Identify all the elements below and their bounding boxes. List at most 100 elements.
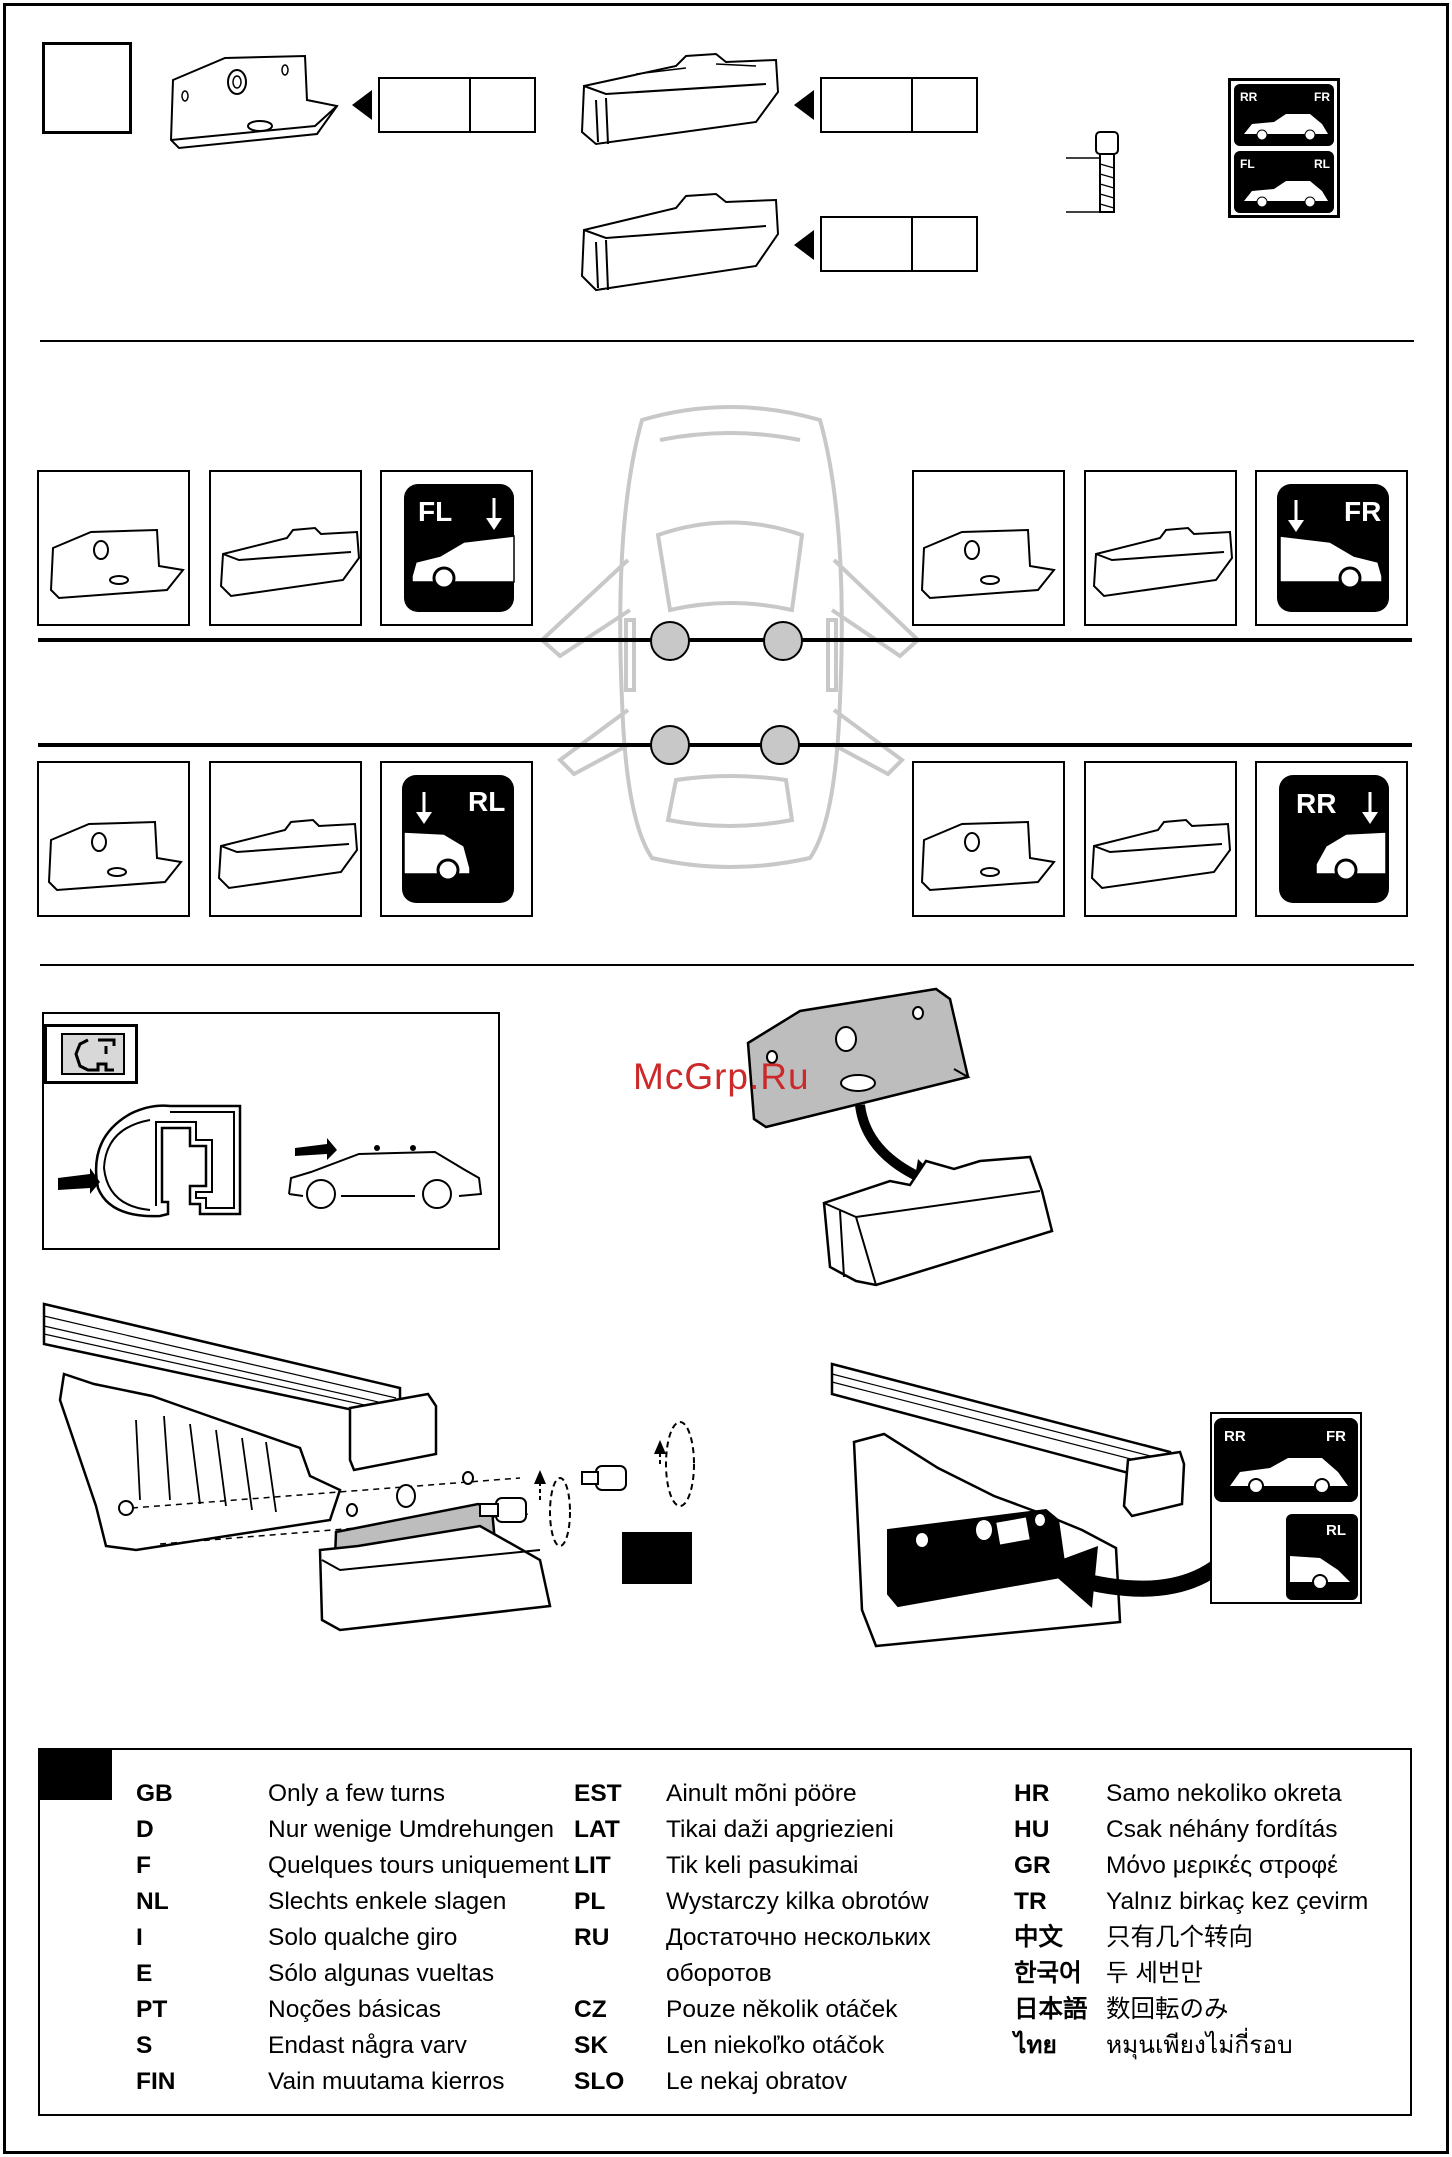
legend-translation-text: Yalnız birkaç kez çevirm [1106,1888,1369,1915]
legend-translation-text: Pouze několik otáček [666,1996,898,2023]
sticker-rl-label: RL [1314,157,1330,171]
legend-language-code: GR [1014,1852,1051,1879]
legend-translation-text: Samo nekoliko okreta [1106,1780,1342,1807]
legend-translation-text: Solo qualche giro [268,1924,458,1951]
legend-row: D Nur wenige Umdrehungen [136,1812,556,1848]
legend-language-code: 한국어 [1014,1960,1082,1987]
foot-pad-illustration [580,52,780,146]
sticker-car-icon [1244,114,1328,141]
legend-step-badge [40,1750,112,1800]
car-side-outline-icon [288,1138,483,1209]
legend-language-code: LIT [574,1852,611,1879]
legend-translation-text: оборотов [666,1960,772,1987]
legend-row: PT Noções básicas [136,1992,556,2028]
legend-language-code: 日本語 [1014,1996,1088,2023]
arrow-left-icon [794,90,814,120]
front-bar-line [38,638,1412,642]
legend-row: 中文 只有几个转向 [1014,1920,1404,1956]
sticker-reference-car-icon [1290,1556,1350,1590]
mount-point-fr [763,621,803,661]
arrow-down-icon [1362,792,1378,824]
legend-language-code: I [136,1924,143,1951]
section-divider [40,964,1414,966]
bracket-plate-icon [49,528,185,600]
page-frame [3,3,1449,2154]
sticker-rear-badge [1234,84,1334,146]
legend-language-code: RU [574,1924,610,1951]
legend-translation-text: 只有几个转向 [1106,1924,1253,1951]
legend-language-code: HR [1014,1780,1050,1807]
legend-translation-text: 数回転のみ [1106,1996,1229,2023]
legend-language-code: PL [574,1888,606,1915]
mount-point-rl [650,725,690,765]
legend-language-code: S [136,2032,153,2059]
foot-pad-icon [219,526,361,598]
legend-translation-text: Noções básicas [268,1996,441,2023]
mount-point-rr [760,725,800,765]
legend-translation-text: Μόνο μερικές στροφέ [1106,1852,1339,1879]
legend-translation-text: Nur wenige Umdrehungen [268,1816,554,1843]
sticker-reference-rr-label: RR [1224,1428,1246,1445]
screw-icon [1066,131,1119,213]
legend-language-code: TR [1014,1888,1047,1915]
car-side-icon [411,535,515,590]
legend-language-code: GB [136,1780,173,1807]
bracket-onto-foot-illustration [746,987,1054,1287]
legend-row: 日本語数回転のみ [1014,1992,1404,2028]
legend-translation-text: Slechts enkele slagen [268,1888,507,1915]
legend-language-code: SLO [574,2068,625,2095]
bracket-plate-illustration [169,54,339,150]
legend-translation-text: Tik keli pasukimai [666,1852,859,1879]
legend-row: 한국어 두 세번만 [1014,1956,1404,1992]
car-side-icon [1315,831,1387,882]
bracket-plate-icon [920,528,1056,600]
quantity-box-2 [820,77,978,133]
step-number-box [42,42,132,134]
sticker-rr-label: RR [1240,90,1258,104]
legend-translation-text: Only a few turns [268,1780,446,1807]
legend-language-code: PT [136,1996,168,2023]
legend-row: I Solo qualche giro [136,1920,556,1956]
legend-language-code: D [136,1816,154,1843]
sticker-car-icon [1244,181,1328,208]
car-side-icon [1279,535,1383,590]
fr-position-label: FR [1344,496,1382,527]
legend-language-code: SK [574,2032,609,2059]
foot-pad-illustration [580,192,780,292]
legend-translation-text: Quelques tours uniquement [268,1852,569,1879]
watermark-text: McGrp.Ru [633,1056,810,1097]
sticker-fl-label: FL [1240,157,1255,171]
legend-language-code: HU [1014,1816,1050,1843]
quantity-box-1 [378,77,536,133]
legend-language-code: 中文 [1014,1924,1063,1951]
legend-language-code: EST [574,1780,622,1807]
arrow-down-icon [416,792,432,824]
legend-row: GR Μόνο μερικές στροφέ [1014,1848,1404,1884]
legend-translation-text: 두 세번만 [1106,1960,1203,1987]
foot-pad-icon [1090,818,1232,890]
legend-row: оборотов [574,1956,994,1992]
legend-row: HR Samo nekoliko okreta [1014,1776,1404,1812]
roof-bar-foot-assembly-illustration [42,1302,695,1632]
arrow-down-icon [1288,500,1304,532]
rl-position-label: RL [468,786,506,817]
arrow-left-icon [352,90,372,120]
section-divider [40,340,1414,342]
legend-language-code: ไทย [1014,2032,1057,2059]
sticker-reference-car-icon [1230,1458,1348,1494]
